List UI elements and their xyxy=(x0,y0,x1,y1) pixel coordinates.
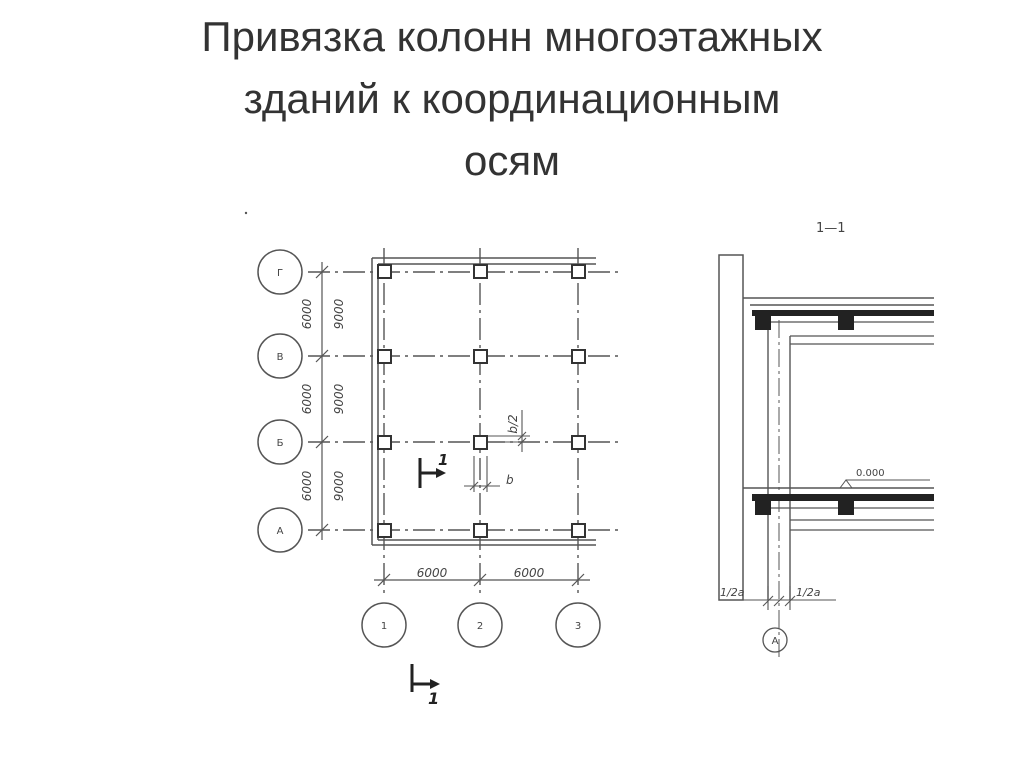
row-axis-label: Б xyxy=(277,438,284,449)
dim-tick xyxy=(571,573,585,587)
level-mark xyxy=(839,479,930,489)
row-axis-bubble-g xyxy=(257,249,303,295)
column-axis-bubble-2 xyxy=(457,602,503,648)
exterior-wall xyxy=(718,254,744,601)
row-axis-bubble-b xyxy=(257,419,303,465)
row-axis-label: А xyxy=(277,526,284,537)
row-axis-lines xyxy=(308,271,622,531)
column-axis-bubble-1 xyxy=(361,602,407,648)
dim-right-label: 1/2a xyxy=(796,586,821,599)
column xyxy=(377,523,392,538)
columns xyxy=(377,264,586,538)
detail-b-label: b xyxy=(506,473,514,487)
column xyxy=(571,349,586,364)
dim-tick xyxy=(315,265,329,279)
row-axis-label: В xyxy=(277,352,284,363)
row-span-label: 6000 xyxy=(300,298,314,329)
dim-tick xyxy=(473,573,487,587)
row-span-label: 6000 xyxy=(300,383,314,414)
dim-tick xyxy=(315,349,329,363)
dim-tick xyxy=(773,595,785,607)
row-axis-bubble-v xyxy=(257,333,303,379)
section-mark-bottom xyxy=(410,664,440,692)
row-span-label: 6000 xyxy=(300,470,314,501)
section-arrow-icon xyxy=(436,468,446,478)
slab-support xyxy=(838,316,854,330)
column xyxy=(571,264,586,279)
column-axis-bubble-3 xyxy=(555,602,601,648)
section-title: 1—1 xyxy=(816,221,846,236)
column-axis-label: 1 xyxy=(381,621,387,632)
section-mark-label: 1 xyxy=(428,689,439,708)
section-view: 1—1 xyxy=(718,221,934,660)
section-dimensions xyxy=(720,586,836,610)
column-axis-label: 2 xyxy=(477,621,483,632)
outer-walls xyxy=(371,257,596,546)
column-span-label: 6000 xyxy=(417,566,448,580)
slide-title: Привязка колонн многоэтажных зданий к ко… xyxy=(60,6,964,192)
slab-support xyxy=(755,316,771,330)
column xyxy=(571,523,586,538)
section-axis-label: А xyxy=(772,636,779,647)
row-span-label: 9000 xyxy=(332,298,346,329)
bottom-dimension-chain xyxy=(374,573,590,587)
section-column xyxy=(767,320,791,660)
column-axis-lines xyxy=(383,248,579,595)
left-dimension-chain xyxy=(315,262,329,540)
column-axis-label: 3 xyxy=(575,621,581,632)
column xyxy=(473,349,488,364)
slab-fill xyxy=(752,310,934,316)
row-axis-bubbles xyxy=(257,249,303,553)
column-axis-bubbles xyxy=(361,602,601,648)
column xyxy=(571,435,586,450)
level-triangle-icon xyxy=(839,479,853,489)
title-line-3: осям xyxy=(464,137,560,184)
dim-tick xyxy=(517,437,527,447)
title-line-1: Привязка колонн многоэтажных xyxy=(201,13,823,60)
section-mark-label: 1 xyxy=(438,451,448,469)
column-offset-detail xyxy=(464,410,530,492)
slab-fill xyxy=(752,494,934,501)
stray-dot xyxy=(244,211,248,215)
title-line-2: зданий к координационным xyxy=(243,75,781,122)
dim-tick xyxy=(482,481,492,491)
row-axis-bubble-a xyxy=(257,507,303,553)
section-axis-bubble xyxy=(762,627,788,653)
dim-tick xyxy=(315,523,329,537)
column xyxy=(473,264,488,279)
column xyxy=(377,264,392,279)
lower-slab xyxy=(743,487,934,531)
column-span-label: 6000 xyxy=(514,566,545,580)
row-axis-label: Г xyxy=(277,268,283,279)
section-arrow-icon xyxy=(430,679,440,689)
column xyxy=(377,435,392,450)
slab-support xyxy=(755,501,771,515)
section-mark-plan xyxy=(418,458,446,488)
column xyxy=(473,523,488,538)
dim-tick xyxy=(315,435,329,449)
row-span-label: 9000 xyxy=(332,383,346,414)
dim-tick xyxy=(377,573,391,587)
level-label: 0.000 xyxy=(856,468,885,479)
column xyxy=(377,349,392,364)
upper-slab xyxy=(743,297,934,345)
slab-support xyxy=(838,501,854,515)
row-span-label: 9000 xyxy=(332,470,346,501)
dim-left-label: 1/2a xyxy=(720,586,745,599)
column xyxy=(473,435,488,450)
dim-tick xyxy=(469,481,479,491)
floor-plan: Г В Б А 6000 9000 6000 9000 6000 9000 xyxy=(244,211,622,708)
detail-b2-label: b/2 xyxy=(506,414,520,433)
dim-tick xyxy=(517,431,527,441)
